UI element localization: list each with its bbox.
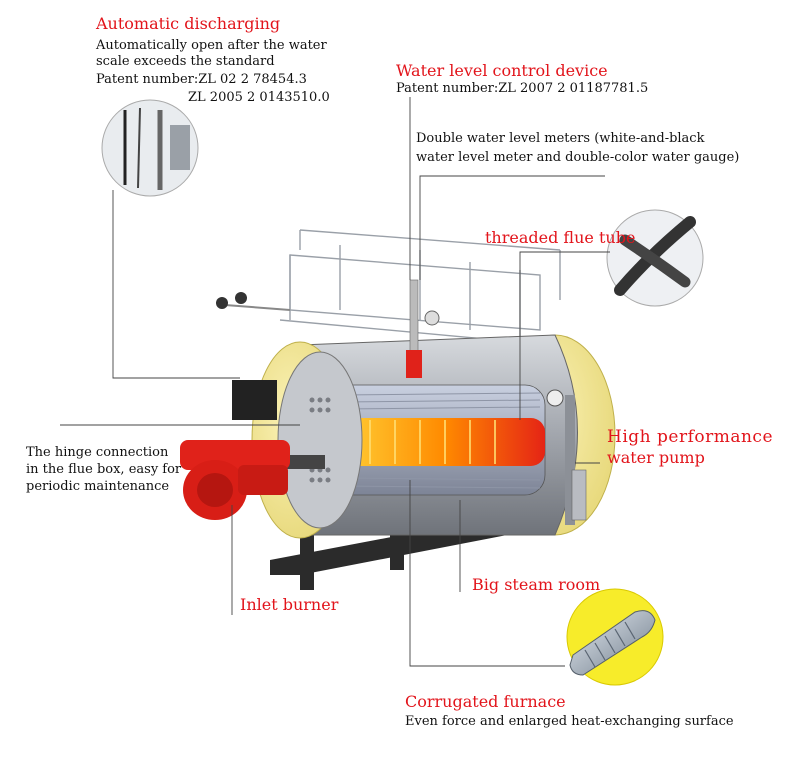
furnace-rings bbox=[369, 420, 496, 464]
auto-discharging-title: Automatic discharging bbox=[96, 14, 281, 33]
burner bbox=[180, 440, 325, 520]
front-door-holes bbox=[309, 397, 331, 483]
leader-lines bbox=[60, 97, 610, 667]
threaded-tube-inset bbox=[606, 209, 704, 307]
water-level-column bbox=[406, 279, 440, 378]
high-performance-label: High performance bbox=[607, 427, 774, 447]
water-pump bbox=[546, 389, 587, 525]
big-steam-room-title: Big steam room bbox=[472, 575, 601, 594]
hinge-line-3: periodic maintenance bbox=[26, 479, 170, 494]
drain-valve-inset bbox=[101, 99, 199, 197]
water-level-control-title: Water level control device bbox=[396, 61, 608, 80]
auto-discharging-patent-1: Patent number:ZL 02 2 78454.3 bbox=[96, 72, 307, 87]
water-level-control-patent: Patent number:ZL 2007 2 01187781.5 bbox=[396, 81, 649, 96]
auto-discharging-patent-2: ZL 2005 2 0143510.0 bbox=[188, 90, 330, 105]
corrugated-furnace-desc: Even force and enlarged heat-exchanging … bbox=[405, 714, 734, 729]
hinge-line-2: in the flue box, easy for bbox=[26, 462, 182, 477]
pressure-gauges bbox=[216, 292, 291, 311]
flue-box bbox=[232, 380, 277, 420]
hinge-line-1: The hinge connection bbox=[26, 445, 169, 460]
threaded-flue-title: threaded flue tube bbox=[485, 228, 636, 247]
inlet-burner-title: Inlet burner bbox=[240, 595, 339, 614]
double-meters-line-1: Double water level meters (white-and-bla… bbox=[416, 131, 705, 146]
tube-lines bbox=[339, 392, 541, 489]
corrugated-furnace-title: Corrugated furnace bbox=[405, 692, 566, 711]
water-pump-label: water pump bbox=[607, 448, 705, 467]
double-meters-line-2: water level meter and double-color water… bbox=[416, 150, 740, 165]
auto-discharging-desc-2: scale exceeds the standard bbox=[96, 54, 275, 69]
auto-discharging-desc-1: Automatically open after the water bbox=[96, 38, 327, 53]
corrugated-furnace-inset bbox=[566, 588, 664, 686]
front-door bbox=[277, 351, 363, 529]
